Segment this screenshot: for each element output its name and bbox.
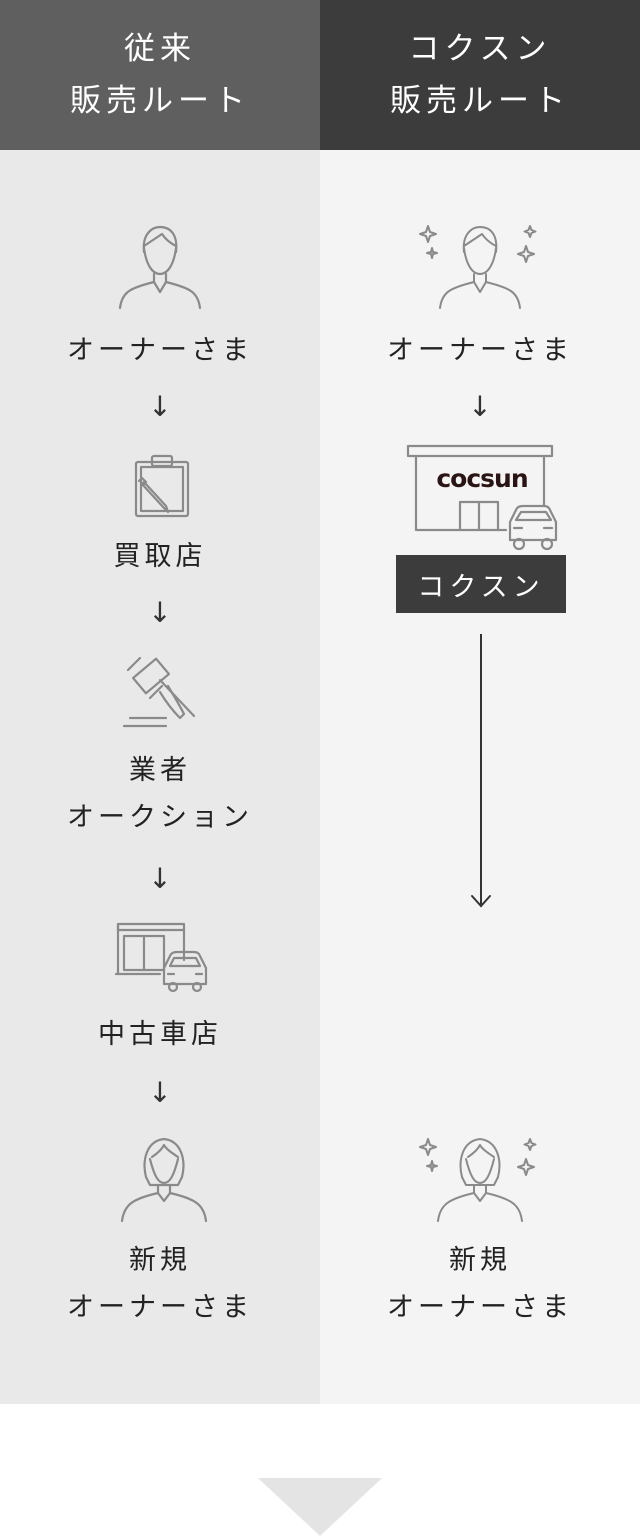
cocsun-direct-arrow bbox=[320, 633, 640, 914]
step-label-auction-line2: オークション bbox=[67, 802, 253, 833]
step-label-buyback-shop: 買取店 bbox=[113, 541, 207, 572]
cocsun-step-label-new-owner-line2: オーナーさま bbox=[387, 1292, 573, 1323]
cocsun-route-body: オーナーさま ↓ cocsun コクスン bbox=[320, 150, 640, 1404]
cocsun-route-column: コクスン 販売ルート オーナーさま ↓ bbox=[320, 0, 640, 1404]
step-label-new-owner-line1: 新規 bbox=[129, 1245, 191, 1276]
flow-arrow-2: ↓ bbox=[148, 596, 172, 629]
step-label-used-car-shop: 中古車店 bbox=[98, 1019, 222, 1050]
cocsun-badge: コクスン bbox=[396, 555, 566, 613]
step-label-new-owner-line2: オーナーさま bbox=[67, 1292, 253, 1323]
step-label-auction-line1: 業者 bbox=[129, 755, 191, 786]
cocsun-shop-icon bbox=[406, 444, 566, 552]
cocsun-route-header: コクスン 販売ルート bbox=[320, 0, 640, 170]
cocsun-shop-sign: cocsun bbox=[436, 464, 528, 493]
car-shop-icon bbox=[114, 920, 210, 998]
woman-sparkle-icon bbox=[418, 1135, 542, 1223]
cocsun-step-label-owner: オーナーさま bbox=[387, 335, 573, 366]
woman-icon bbox=[116, 1135, 212, 1223]
traditional-route-column: 従来 販売ルート オーナーさま ↓ 買取店 bbox=[0, 0, 320, 1404]
cocsun-title-line1: コクスン bbox=[408, 31, 552, 67]
cocsun-step-label-new-owner-line1: 新規 bbox=[449, 1245, 511, 1276]
flow-arrow-4: ↓ bbox=[148, 1076, 172, 1109]
traditional-route-body: オーナーさま ↓ 買取店 ↓ 業者 オークション ↓ bbox=[0, 150, 320, 1404]
traditional-title-line2: 販売ルート bbox=[70, 83, 250, 119]
man-icon bbox=[112, 222, 208, 312]
cocsun-title-line2: 販売ルート bbox=[390, 83, 570, 119]
flow-arrow-3: ↓ bbox=[148, 862, 172, 895]
step-label-owner: オーナーさま bbox=[67, 335, 253, 366]
continue-down-triangle bbox=[258, 1478, 382, 1536]
traditional-route-header: 従来 販売ルート bbox=[0, 0, 320, 170]
cocsun-flow-arrow-1: ↓ bbox=[468, 390, 492, 423]
traditional-title-line1: 従来 bbox=[124, 31, 196, 67]
man-sparkle-icon bbox=[418, 222, 542, 312]
gavel-icon bbox=[118, 654, 208, 734]
flow-arrow-1: ↓ bbox=[148, 390, 172, 423]
clipboard-pen-icon bbox=[128, 454, 194, 520]
